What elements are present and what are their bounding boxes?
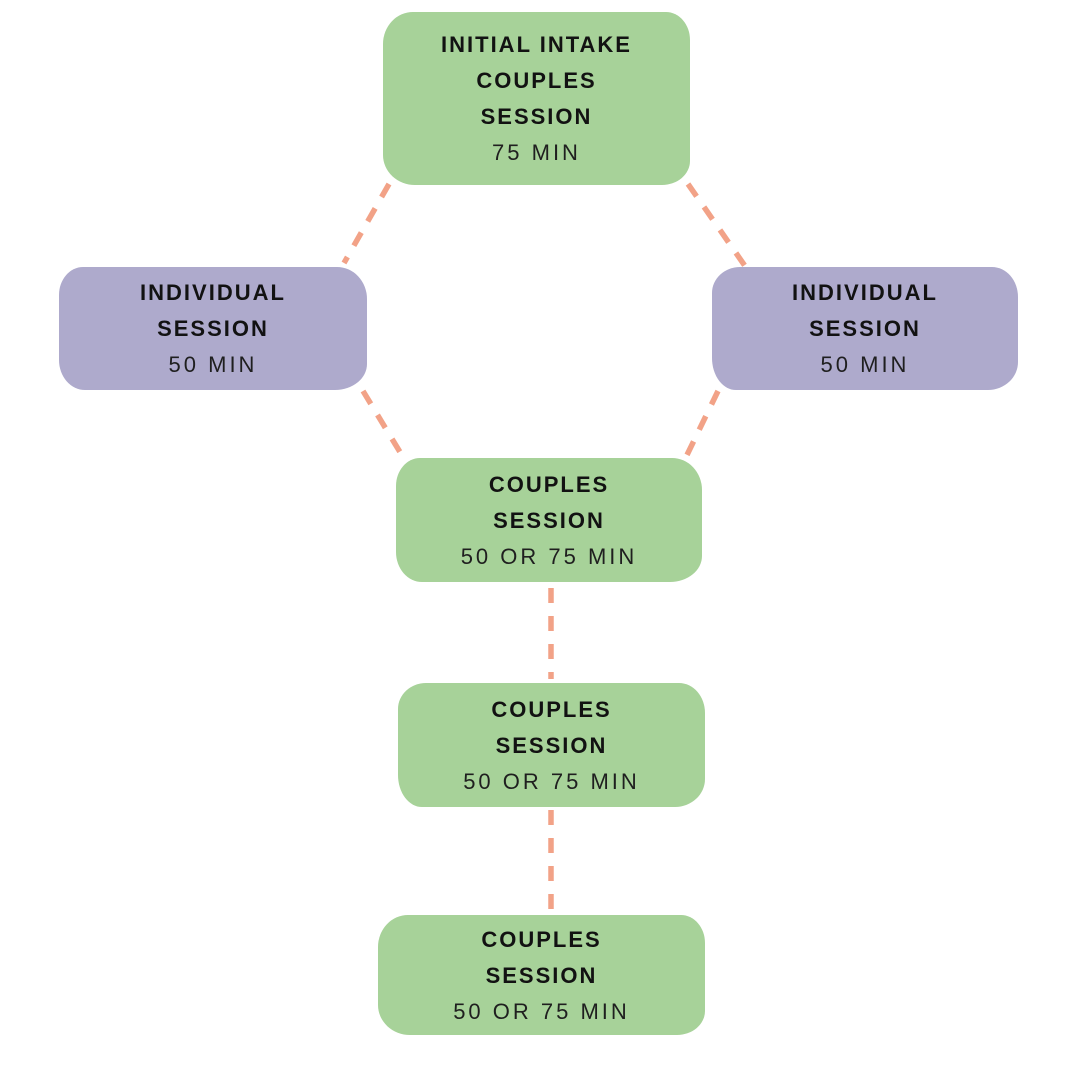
node-duration: 75 MIN: [492, 140, 581, 165]
node-title: COUPLES SESSION: [481, 926, 602, 988]
node-duration: 50 OR 75 MIN: [453, 998, 630, 1024]
node-duration: 50 MIN: [168, 352, 258, 377]
node-couples-session-1: COUPLES SESSION 50 OR 75 MIN: [396, 458, 702, 582]
node-title: COUPLES SESSION: [491, 696, 612, 758]
node-duration: 50 OR 75 MIN: [463, 768, 640, 794]
connector-intake-to-individual-left: [341, 182, 392, 265]
node-title: INITIAL INTAKE COUPLES SESSION: [441, 32, 632, 129]
connector-individual-right-to-couples: [683, 389, 721, 459]
node-duration: 50 MIN: [820, 352, 910, 377]
connector-individual-left-to-couples: [360, 389, 406, 459]
node-individual-session-left: INDIVIDUAL SESSION 50 MIN: [59, 267, 367, 390]
node-title: COUPLES SESSION: [488, 471, 610, 533]
node-initial-intake-couples-session: INITIAL INTAKE COUPLES SESSION 75 MIN: [383, 12, 690, 185]
node-couples-session-2: COUPLES SESSION 50 OR 75 MIN: [398, 683, 705, 807]
node-duration: 50 OR 75 MIN: [460, 543, 638, 569]
node-title: INDIVIDUAL SESSION: [792, 280, 938, 341]
node-couples-session-3: COUPLES SESSION 50 OR 75 MIN: [378, 915, 705, 1035]
node-title: INDIVIDUAL SESSION: [140, 280, 286, 341]
connector-intake-to-individual-right: [685, 182, 748, 268]
node-individual-session-right: INDIVIDUAL SESSION 50 MIN: [712, 267, 1018, 390]
